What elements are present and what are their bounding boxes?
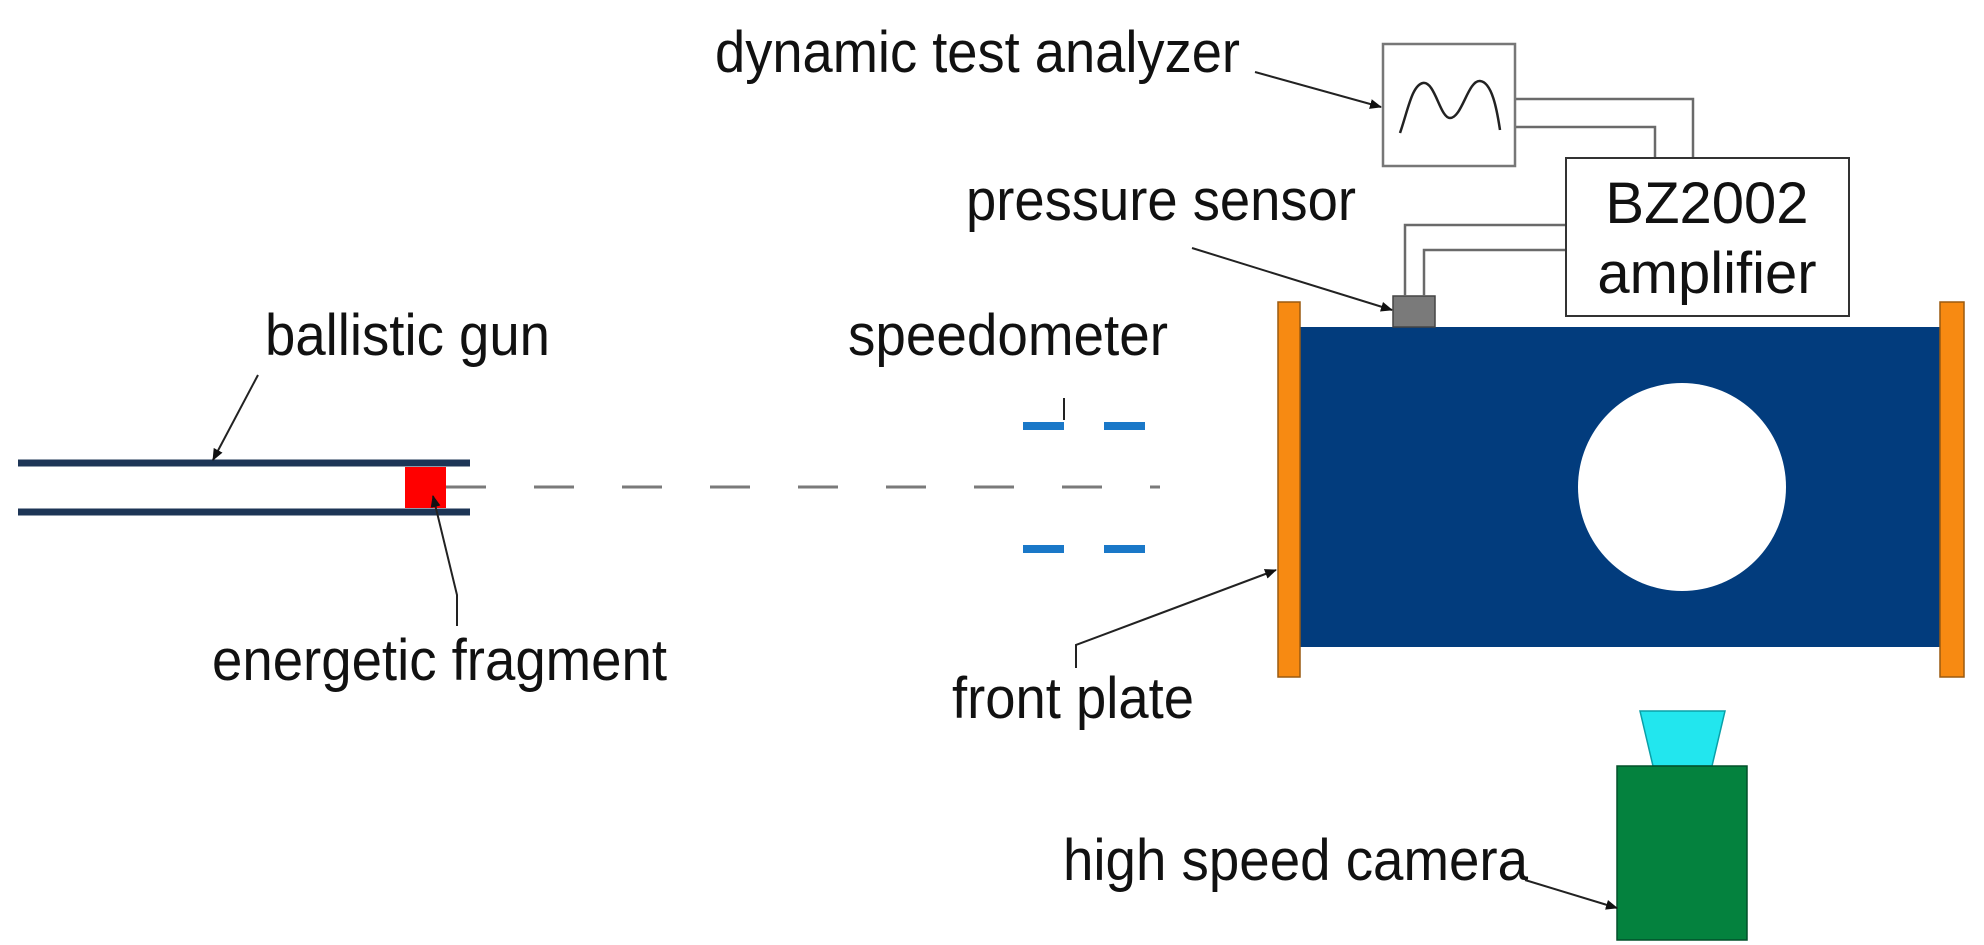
label-high-speed-camera: high speed camera [1063,828,1529,893]
waveform-icon [1398,79,1502,134]
analyzer-box [1381,42,1517,168]
high-speed-camera [1616,710,1748,941]
leader-lines [212,71,1618,910]
energetic-fragment [405,467,446,508]
camera-lens [1639,710,1726,767]
leader-front-plate [1075,569,1277,668]
speedometer-bar-bottom-right [1104,545,1145,553]
leader-ballistic-gun [212,374,259,461]
explosion-chamber [1277,295,1965,678]
camera-body [1616,765,1748,941]
amplifier-label-line2: amplifier [1597,241,1816,306]
observation-window [1578,383,1786,591]
leader-camera [1524,879,1618,910]
speedometer-bar-bottom-left [1023,545,1064,553]
amplifier-label-line1: BZ2002 [1605,171,1808,236]
amplifier-box [1565,157,1850,317]
label-energetic-fragment: energetic fragment [212,628,667,693]
amplifier: BZ2002 amplifier [1565,157,1850,317]
speedometer [1023,422,1145,553]
sensor-wiring [1403,97,1695,296]
speedometer-bar-top-right [1104,422,1145,430]
pressure-sensor [1392,295,1436,328]
rear-plate [1939,301,1965,678]
label-front-plate: front plate [952,666,1194,731]
leader-analyzer [1254,71,1382,109]
label-dynamic-test-analyzer: dynamic test analyzer [715,20,1240,85]
label-ballistic-gun: ballistic gun [265,303,550,368]
ballistic-gun [18,459,470,516]
leader-pressure-sensor [1191,247,1393,312]
speedometer-bar-top-left [1023,422,1064,430]
label-pressure-sensor: pressure sensor [966,168,1356,233]
dynamic-test-analyzer [1381,42,1517,168]
front-plate [1277,301,1301,678]
leader-fragment [430,495,458,626]
label-speedometer: speedometer [848,303,1168,368]
